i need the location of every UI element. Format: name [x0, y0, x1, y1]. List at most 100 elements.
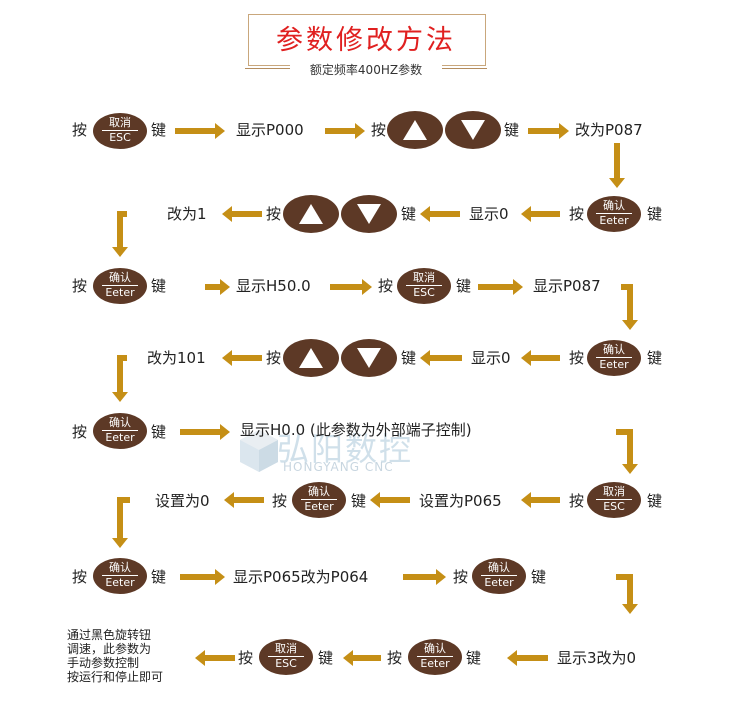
esc-key-label: 取消	[413, 271, 435, 284]
flow-arrow	[403, 569, 446, 585]
enter-key-label: 确认	[603, 199, 625, 212]
esc-key-sublabel: ESC	[275, 657, 297, 670]
esc-key-sublabel: ESC	[109, 131, 131, 144]
press-label: 按	[72, 423, 88, 441]
step-set-p065: 设置为P065	[419, 492, 502, 510]
step-show-h00: 显示H0.0 (此参数为外部端子控制)	[240, 421, 472, 439]
esc-key-sublabel: ESC	[413, 286, 435, 299]
enter-key[interactable]: 确认 Eeter	[93, 558, 147, 594]
esc-key[interactable]: 取消 ESC	[587, 482, 641, 518]
flow-bend-arrow	[616, 429, 638, 474]
esc-key-label: 取消	[109, 116, 131, 129]
key-label: 键	[647, 205, 663, 223]
title-underline-left	[245, 68, 290, 69]
flow-arrow	[507, 650, 548, 666]
triangle-up-icon	[403, 120, 427, 140]
enter-key[interactable]: 确认 Eeter	[292, 482, 346, 518]
press-label: 按	[266, 205, 282, 223]
flow-bend-arrow	[621, 284, 638, 330]
down-key[interactable]	[341, 339, 397, 377]
press-label: 按	[453, 568, 469, 586]
key-divider	[481, 575, 517, 576]
key-divider	[102, 130, 138, 131]
flow-arrow	[325, 123, 365, 139]
press-label: 按	[266, 349, 282, 367]
enter-key-label: 确认	[109, 561, 131, 574]
down-key[interactable]	[341, 195, 397, 233]
flow-bend-arrow	[112, 211, 128, 257]
key-label: 键	[456, 277, 472, 295]
key-label: 键	[151, 423, 167, 441]
enter-key[interactable]: 确认 Eeter	[472, 558, 526, 594]
esc-key[interactable]: 取消 ESC	[259, 639, 313, 675]
flow-arrow	[205, 279, 230, 295]
esc-key[interactable]: 取消 ESC	[93, 113, 147, 149]
flow-arrow	[521, 492, 560, 508]
flow-arrow	[180, 424, 230, 440]
flow-arrow	[222, 206, 262, 222]
step-show-p065-p064: 显示P065改为P064	[233, 568, 369, 586]
enter-key-sublabel: Eeter	[105, 576, 135, 589]
enter-key-label: 确认	[308, 485, 330, 498]
up-key[interactable]	[283, 339, 339, 377]
key-label: 键	[531, 568, 547, 586]
press-label: 按	[72, 568, 88, 586]
key-label: 键	[151, 277, 167, 295]
key-label: 键	[351, 492, 367, 510]
esc-key-label: 取消	[603, 485, 625, 498]
flow-arrow	[478, 279, 523, 295]
hongyang-logo-icon	[240, 430, 278, 472]
press-label: 按	[72, 277, 88, 295]
enter-key-label: 确认	[109, 416, 131, 429]
key-divider	[596, 213, 632, 214]
triangle-up-icon	[299, 204, 323, 224]
enter-key[interactable]: 确认 Eeter	[93, 268, 147, 304]
up-key[interactable]	[387, 111, 443, 149]
key-label: 键	[318, 649, 334, 667]
flow-arrow	[528, 123, 569, 139]
step-change-1: 改为1	[167, 205, 207, 223]
down-key[interactable]	[445, 111, 501, 149]
step-show-p000: 显示P000	[236, 121, 304, 139]
key-label: 键	[647, 492, 663, 510]
key-divider	[417, 656, 453, 657]
press-label: 按	[272, 492, 288, 510]
watermark-brand: 弘阳数控	[277, 430, 414, 468]
enter-key[interactable]: 确认 Eeter	[93, 413, 147, 449]
step-show-p087: 显示P087	[533, 277, 601, 295]
enter-key-sublabel: Eeter	[484, 576, 514, 589]
final-note: 通过黑色旋转钮 调速，此参数为 手动参数控制 按运行和停止即可	[67, 628, 163, 684]
enter-key-label: 确认	[488, 561, 510, 574]
step-change-p087: 改为P087	[575, 121, 643, 139]
title-underline-right	[442, 68, 487, 69]
up-key[interactable]	[283, 195, 339, 233]
flow-bend-arrow	[609, 143, 625, 188]
step-show-0: 显示0	[471, 349, 511, 367]
step-show-3-to-0: 显示3改为0	[557, 649, 637, 667]
step-show-h50: 显示H50.0	[236, 277, 311, 295]
key-label: 键	[504, 121, 520, 139]
press-label: 按	[569, 349, 585, 367]
enter-key-sublabel: Eeter	[105, 431, 135, 444]
flow-arrow	[222, 350, 262, 366]
triangle-up-icon	[299, 348, 323, 368]
enter-key-label: 确认	[424, 642, 446, 655]
step-set-0: 设置为0	[155, 492, 210, 510]
press-label: 按	[371, 121, 387, 139]
flow-arrow	[420, 206, 460, 222]
note-line: 手动参数控制	[67, 656, 140, 670]
key-divider	[301, 499, 337, 500]
key-divider	[596, 499, 632, 500]
step-change-101: 改为101	[147, 349, 206, 367]
key-label: 键	[466, 649, 482, 667]
enter-key[interactable]: 确认 Eeter	[587, 196, 641, 232]
note-line: 通过黑色旋转钮	[67, 628, 152, 642]
enter-key-sublabel: Eeter	[105, 286, 135, 299]
key-label: 键	[151, 121, 167, 139]
esc-key[interactable]: 取消 ESC	[397, 268, 451, 304]
enter-key-label: 确认	[603, 343, 625, 356]
enter-key[interactable]: 确认 Eeter	[587, 340, 641, 376]
enter-key[interactable]: 确认 Eeter	[408, 639, 462, 675]
note-line: 调速，此参数为	[67, 642, 152, 656]
